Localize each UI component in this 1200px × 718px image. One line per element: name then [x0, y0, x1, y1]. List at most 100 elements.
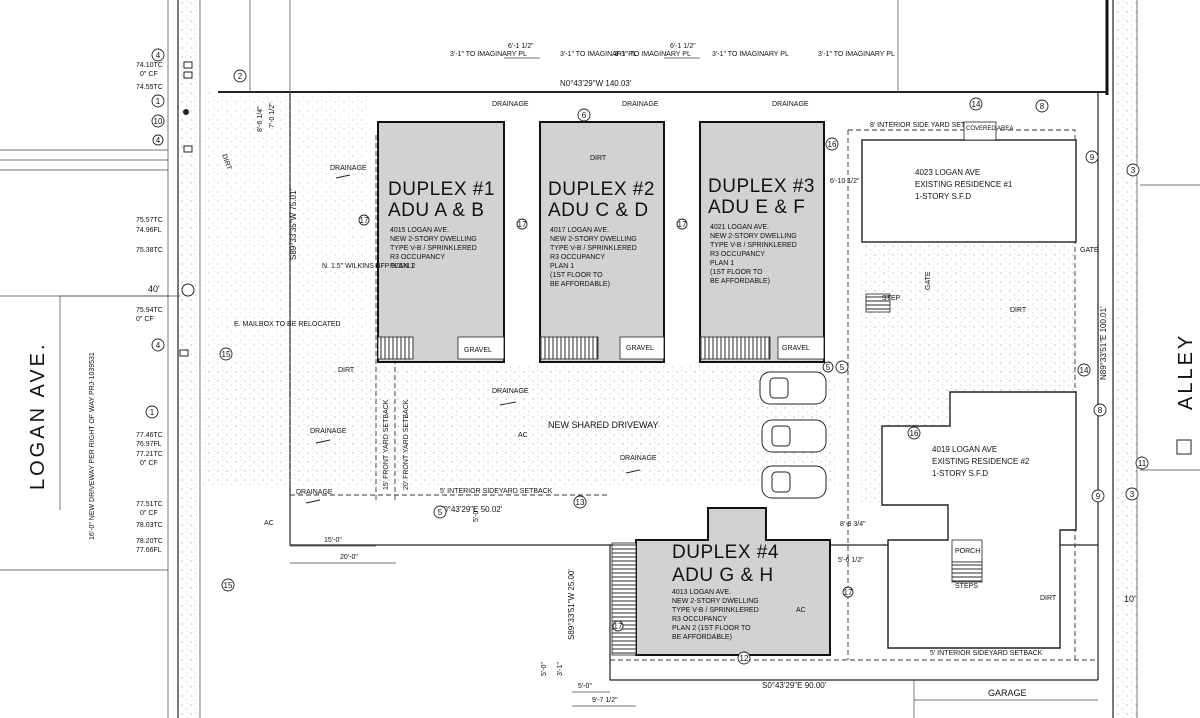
- duplex-1: DUPLEX #1 ADU A & B 4015 LOGAN AVE. NEW …: [377, 121, 505, 363]
- dim-label: 7'-0 1/2": [269, 102, 276, 128]
- logan-ave-sidewalk: [0, 0, 201, 718]
- garage-label: GARAGE: [988, 688, 1027, 698]
- elevation-label: 0" CF: [140, 510, 158, 517]
- svg-text:4: 4: [156, 51, 161, 60]
- duplex-2-line: NEW 2-STORY DWELLING: [550, 236, 637, 243]
- svg-text:5: 5: [840, 363, 845, 372]
- bearing-west: S89°33'35"W 75.01': [289, 189, 298, 260]
- keynote-tag: 5: [835, 360, 849, 374]
- dim-label: 5'-0": [578, 683, 592, 690]
- drainage-label: DRAINAGE: [296, 489, 333, 496]
- keynote-tag: 10: [151, 114, 165, 128]
- svg-text:16: 16: [828, 140, 837, 149]
- gravel-label: GRAVEL: [782, 345, 810, 352]
- keynote-tag: 11: [1135, 456, 1149, 470]
- drainage-label: DRAINAGE: [330, 165, 367, 172]
- svg-text:17: 17: [360, 216, 369, 225]
- elevation-label: 77.51TC: [136, 501, 163, 508]
- duplex-2-line: (1ST FLOOR TO: [550, 272, 603, 279]
- keynote-tag: 4: [151, 338, 165, 352]
- keynote-tag: 3: [1126, 163, 1140, 177]
- dim-label: 9'-7 1/2": [592, 697, 618, 704]
- step-label: STEP: [882, 295, 901, 302]
- keynote-tag: 5: [822, 361, 834, 373]
- keynote-tags: 4 2 1 10 4 1 15 6 16 9 3 14 8 14 8 16 11…: [145, 48, 1149, 665]
- elevation-label: 77.46TC: [136, 432, 163, 439]
- svg-text:4: 4: [156, 341, 161, 350]
- step-stair: [865, 293, 891, 313]
- dim-label: 5'-6 1/2": [838, 557, 864, 564]
- duplex-3-line: PLAN 1: [710, 260, 734, 267]
- keynote-tag: 14: [1077, 363, 1091, 377]
- duplex-3-line: R3 OCCUPANCY: [710, 251, 765, 258]
- elevation-label: 74.96FL: [136, 227, 162, 234]
- elevation-label: 77.66FL: [136, 547, 162, 554]
- duplex-2-line: TYPE V-B / SPRINKLERED: [550, 245, 637, 252]
- keynote-tag: 16: [825, 137, 839, 151]
- dirt-label: DIRT: [1040, 595, 1057, 602]
- top-note: 3'-1" TO IMAGINARY PL: [560, 51, 637, 58]
- residence-1-line: 1-STORY S.F.D: [915, 192, 971, 201]
- duplex-4-line: TYPE V-B / SPRINKLERED: [672, 607, 759, 614]
- svg-text:3: 3: [1130, 490, 1135, 499]
- duplex-3-line: TYPE V-B / SPRINKLERED: [710, 242, 797, 249]
- gate-label: GATE: [925, 271, 932, 290]
- dim-label: 20'-0": [340, 554, 358, 561]
- alley-strip: [1105, 0, 1200, 718]
- elevation-label: 78.03TC: [136, 522, 163, 529]
- svg-text:4: 4: [156, 136, 161, 145]
- svg-text:12: 12: [740, 654, 749, 663]
- duplex-4-line: 4013 LOGAN AVE.: [672, 589, 731, 596]
- residence-2-line: 1-STORY S.F.D: [932, 469, 988, 478]
- dim-label: 6'-10 1/2": [830, 178, 860, 185]
- duplex-3-subtitle: ADU E & F: [708, 197, 805, 218]
- svg-text:1: 1: [150, 408, 155, 417]
- residence-2-line: EXISTING RESIDENCE #2: [932, 457, 1030, 466]
- duplex-2-subtitle: ADU C & D: [548, 200, 649, 221]
- duplex-1-line: R3 OCCUPANCY: [390, 254, 445, 261]
- drainage-label: DRAINAGE: [620, 455, 657, 462]
- ac-label: AC: [518, 432, 528, 439]
- dim-label: 3'-1": [557, 662, 564, 676]
- keynote-tag: 8: [1035, 99, 1049, 113]
- front-yard-surface: [200, 92, 370, 367]
- svg-text:17: 17: [518, 220, 527, 229]
- duplex-2-line: PLAN 1: [550, 263, 574, 270]
- mailbox-note: E. MAILBOX TO BE RELOCATED: [234, 321, 341, 328]
- front-setback-20: 20' FRONT YARD SETBACK: [403, 399, 410, 490]
- svg-text:8: 8: [1098, 406, 1103, 415]
- duplex-1-title: DUPLEX #1: [388, 179, 495, 200]
- bearing-south-front: S0°43'29"E 50.02': [438, 505, 503, 514]
- residence-1-line: EXISTING RESIDENCE #1: [915, 180, 1013, 189]
- wilkins-note: N. 1.5" WILKINS BFP 975XL2: [322, 263, 416, 270]
- duplex-4-title: DUPLEX #4: [672, 542, 779, 563]
- dim-label: 8'-6 1/4": [257, 106, 264, 132]
- shared-driveway-label: NEW SHARED DRIVEWAY: [548, 420, 659, 430]
- duplex-3-line: 4021 LOGAN AVE.: [710, 224, 769, 231]
- svg-text:15: 15: [222, 350, 231, 359]
- drainage-label: DRAINAGE: [622, 101, 659, 108]
- curb-elevations: 74.10TC 0" CF 74.55TC 75.57TC 74.96FL 75…: [136, 62, 163, 554]
- svg-text:3: 3: [1131, 166, 1136, 175]
- svg-text:1: 1: [156, 97, 161, 106]
- keynote-tag: 17: [842, 586, 854, 598]
- svg-text:17: 17: [678, 220, 687, 229]
- svg-text:2: 2: [238, 72, 243, 81]
- gravel-label: GRAVEL: [464, 347, 492, 354]
- svg-text:5: 5: [826, 363, 831, 372]
- drainage-label: DRAINAGE: [492, 388, 529, 395]
- svg-text:10: 10: [154, 117, 163, 126]
- drainage-label: DRAINAGE: [492, 101, 529, 108]
- duplex-2: DUPLEX #2 ADU C & D 4017 LOGAN AVE. NEW …: [539, 121, 665, 363]
- porch-label: PORCH: [955, 548, 980, 555]
- keynote-tag: 1: [145, 405, 159, 419]
- front-setback-15: 15' FRONT YARD SETBACK: [383, 399, 390, 490]
- keynote-tag: 16: [907, 426, 921, 440]
- duplex-1-line: NEW 2-STORY DWELLING: [390, 236, 477, 243]
- dim-label: 15'-0": [324, 537, 342, 544]
- keynote-tag: 17: [516, 218, 528, 230]
- svg-text:13: 13: [576, 498, 585, 507]
- keynote-tag: 12: [737, 651, 751, 665]
- street-name-logan-ave: LOGAN AVE.: [27, 341, 49, 490]
